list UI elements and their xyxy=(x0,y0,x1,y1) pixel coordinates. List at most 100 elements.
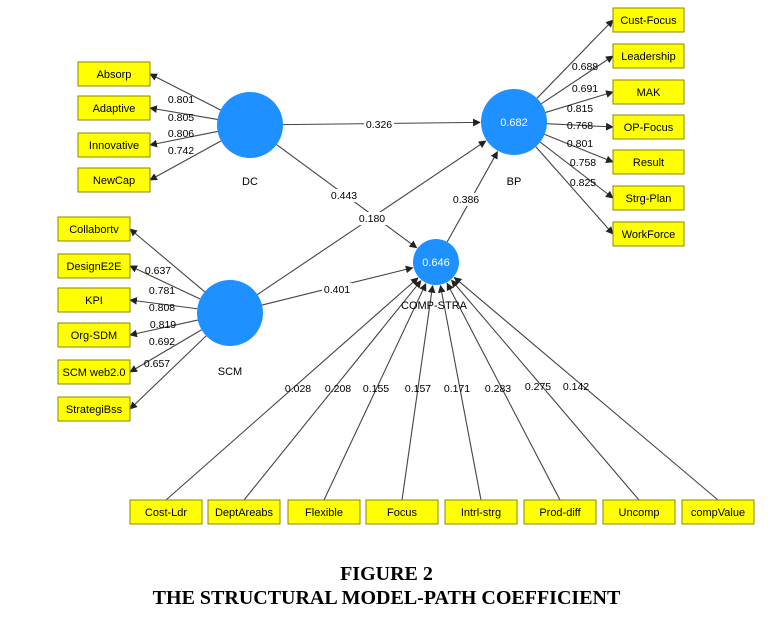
indicator-box-deptareabs xyxy=(207,499,281,525)
indicator-box-cost-ldr xyxy=(129,499,203,525)
latent-node-scm xyxy=(197,280,263,346)
indicator-label-cost-ldr: Cost-Ldr xyxy=(145,507,188,519)
path-coef-bg-scm-cs xyxy=(322,283,352,296)
loading-value-mak: 0.815 xyxy=(567,103,593,115)
indicator-label-workforce: WorkForce xyxy=(622,229,676,241)
indicator-box-workforce xyxy=(612,221,685,247)
figure-caption: FIGURE 2 THE STRUCTURAL MODEL-PATH COEFF… xyxy=(0,562,773,610)
indicator-label-collabortv: Collabortv xyxy=(69,224,119,236)
indicator-box-focus xyxy=(365,499,439,525)
weight-value-compvalue: 0.142 xyxy=(563,381,589,393)
indicator-label-deptareabs: DeptAreabs xyxy=(215,507,274,519)
path-coef-scm-cs: 0.401 xyxy=(324,284,350,296)
weight-value-deptareabs: 0.208 xyxy=(325,383,351,395)
weight-value-flexible: 0.155 xyxy=(363,383,389,395)
latent-name-bp: BP xyxy=(507,176,522,188)
indicator-label-org-sdm: Org-SDM xyxy=(71,330,117,342)
loading-arrow-kpi xyxy=(129,297,198,310)
indicator-label-designe2e: DesignE2E xyxy=(66,261,121,273)
latent-node-bp xyxy=(481,89,547,155)
loading-value-result: 0.801 xyxy=(567,138,593,150)
latent-name-dc: DC xyxy=(242,176,258,188)
indicator-label-leadership: Leadership xyxy=(621,51,675,63)
loading-arrow-org-sdm xyxy=(129,319,198,338)
indicator-box-mak xyxy=(612,79,685,105)
loading-arrow-newcap xyxy=(149,140,222,181)
loading-arrow-mak xyxy=(545,90,614,113)
indicator-label-uncomp: Uncomp xyxy=(619,507,660,519)
loading-value-workforce: 0.825 xyxy=(570,177,596,189)
indicator-label-innovative: Innovative xyxy=(89,140,139,152)
loading-arrow-leadership xyxy=(541,55,614,105)
indicator-label-focus: Focus xyxy=(387,507,417,519)
loading-value-adaptive: 0.805 xyxy=(168,112,194,124)
loading-value-op-focus: 0.768 xyxy=(567,120,593,132)
loading-value-designe2e: 0.781 xyxy=(149,285,175,297)
indicator-box-adaptive xyxy=(77,95,151,121)
indicator-label-absorp: Absorp xyxy=(97,69,132,81)
loading-value-collabortv: 0.637 xyxy=(145,265,171,277)
caption-title: THE STRUCTURAL MODEL-PATH COEFFICIENT xyxy=(152,587,621,609)
indicator-box-kpi xyxy=(57,287,131,313)
indicator-label-flexible: Flexible xyxy=(305,507,343,519)
loading-arrow-strg-plan xyxy=(539,141,614,199)
path-coef-cs-bp: 0.386 xyxy=(453,194,479,206)
path-coef-bg-dc-bp xyxy=(364,118,394,131)
indicator-label-strategibss: StrategiBss xyxy=(66,404,123,416)
loading-arrow-op-focus xyxy=(546,122,614,131)
weight-value-cost-ldr: 0.028 xyxy=(285,383,311,395)
indicator-box-prod-diff xyxy=(523,499,597,525)
indicator-label-op-focus: OP-Focus xyxy=(624,122,674,134)
indicator-box-compvalue xyxy=(681,499,755,525)
indicator-box-flexible xyxy=(287,499,361,525)
indicator-label-adaptive: Adaptive xyxy=(93,103,136,115)
loading-arrow-designe2e xyxy=(129,265,201,300)
weight-arrow-prod-diff xyxy=(446,282,561,501)
path-coef-bg-scm-bp xyxy=(357,212,387,225)
loading-value-newcap: 0.742 xyxy=(168,145,194,157)
indicator-box-absorp xyxy=(77,61,151,87)
indicator-box-org-sdm xyxy=(57,322,131,348)
indicator-box-uncomp xyxy=(602,499,676,525)
indicator-box-newcap xyxy=(77,167,151,193)
loading-value-org-sdm: 0.819 xyxy=(150,319,176,331)
loading-value-scm-web2-0: 0.692 xyxy=(149,336,175,348)
loading-value-innovative: 0.806 xyxy=(168,128,194,140)
path-coef-dc-bp: 0.326 xyxy=(366,119,392,131)
indicator-label-prod-diff: Prod-diff xyxy=(539,507,581,519)
indicator-box-result xyxy=(612,149,685,175)
indicator-box-scm-web2-0 xyxy=(57,359,131,385)
loading-value-kpi: 0.808 xyxy=(149,302,175,314)
loading-value-cust-focus: 0.688 xyxy=(572,61,598,73)
indicator-label-result: Result xyxy=(633,157,664,169)
path-coef-dc-cs: 0.443 xyxy=(331,190,357,202)
weight-arrow-deptareabs xyxy=(243,280,422,501)
latent-name-comp-stra: COMP-STRA xyxy=(401,300,468,312)
latent-node-dc xyxy=(217,92,283,158)
loading-arrow-collabortv xyxy=(129,228,206,293)
indicator-label-scm-web2-0: SCM web2.0 xyxy=(63,367,126,379)
indicator-box-strategibss xyxy=(57,396,131,422)
indicator-label-kpi: KPI xyxy=(85,295,103,307)
loading-arrow-absorp xyxy=(149,73,221,111)
indicator-box-designe2e xyxy=(57,253,131,279)
indicator-box-leadership xyxy=(612,43,685,69)
path-coef-bg-dc-cs xyxy=(329,189,359,202)
indicator-box-cust-focus xyxy=(612,7,685,33)
loading-value-strategibss: 0.657 xyxy=(144,358,170,370)
latent-r2-bp: 0.682 xyxy=(500,117,528,129)
loading-arrow-scm-web2-0 xyxy=(129,329,202,373)
loading-arrow-result xyxy=(544,133,614,163)
weight-arrow-uncomp xyxy=(451,279,640,501)
path-coef-bg-cs-bp xyxy=(451,193,481,206)
loading-value-absorp: 0.801 xyxy=(168,94,194,106)
weight-arrow-focus xyxy=(401,284,436,501)
indicator-label-mak: MAK xyxy=(637,87,662,99)
loading-value-strg-plan: 0.758 xyxy=(570,157,596,169)
weight-value-prod-diff: 0.283 xyxy=(485,383,511,395)
weight-value-intrl-strg: 0.171 xyxy=(444,383,470,395)
loading-arrow-cust-focus xyxy=(536,19,614,99)
indicator-box-intrl-strg xyxy=(444,499,518,525)
indicator-box-strg-plan xyxy=(612,185,685,211)
